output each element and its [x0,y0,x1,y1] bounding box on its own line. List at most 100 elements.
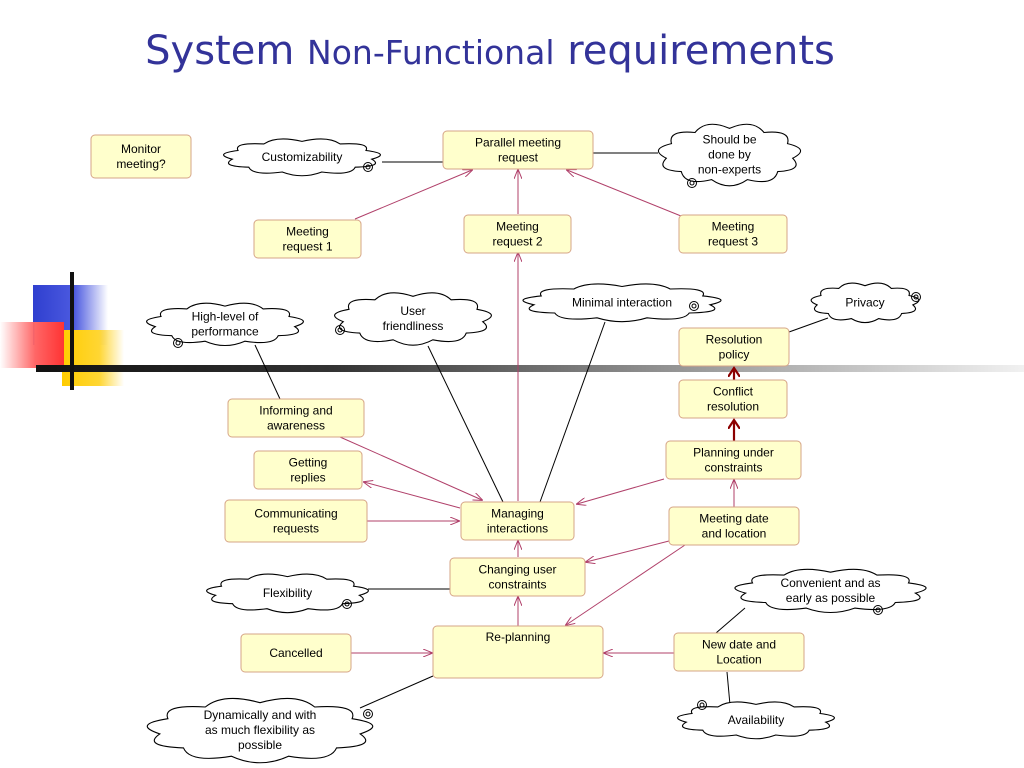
goal-conflict-box [678,379,788,419]
goal-resolution-label-line-1: Resolution [706,333,763,347]
softgoal-friendliness-label-line-1: User [400,304,425,318]
goal-cancelled[interactable]: Cancelled [240,633,352,673]
goal-managing-box [460,501,575,541]
softgoal-privacy-cloud [810,282,920,324]
softgoal-customizability-label-line-1: Customizability [262,150,343,164]
softgoal-availability-cloud [677,701,835,740]
softgoal-nonexperts-label-line-2: done by [708,148,751,162]
goal-newdate-label-line-1: New date and [702,638,776,652]
goal-req2-box [463,214,572,254]
goal-req3-label-line-1: Meeting [712,220,755,234]
ornament-horizontal-rule [36,365,1024,372]
contribution-glyph-icon [363,709,373,719]
slide-title: System Non-Functional requirements [0,28,980,74]
title-non-functional: Non-Functional [307,33,555,72]
goal-managing-label-line-1: Managing [491,507,544,521]
title-system: System [145,28,295,74]
goal-parallel-label-line-1: Parallel meeting [475,136,561,150]
link-performance-informing [254,344,281,400]
softgoal-dynamically-label-line-3: possible [238,738,282,752]
link-friendliness-managing [427,345,504,503]
contribution-glyph-icon [363,162,373,172]
contribution-glyph-icon [873,605,883,615]
ornament-vertical-rule [70,272,74,390]
goal-datelocation-box [668,506,800,546]
link-managing-replies [364,482,461,509]
link-req1-parallel [354,170,472,220]
goal-monitor-box [90,134,192,179]
link-req3-parallel [567,170,682,217]
softgoal-availability[interactable]: Availability [677,701,835,740]
link-date-replanning [566,544,686,625]
softgoal-nonexperts-label-line-1: Should be [702,133,756,147]
ornament-red-square [0,322,64,368]
softgoal-privacy-label-line-1: Privacy [845,296,884,310]
link-newdate-convenient [715,607,746,634]
softgoal-convenient-label-line-2: early as possible [786,591,876,605]
softgoal-minimal-cloud [522,283,722,323]
goal-req1-box [253,219,362,259]
softgoal-customizability-cloud [223,138,381,177]
goal-planning-box [665,440,802,480]
goal-changing-box [449,557,586,597]
softgoal-flexibility-cloud [206,573,369,614]
goal-replies-box [253,450,363,490]
goal-parallel-box [442,130,594,170]
goal-cancelled-box [240,633,352,673]
softgoal-customizability[interactable]: Customizability [223,138,381,177]
contribution-glyph-icon [689,301,699,311]
goal-planning-label-line-1: Planning under [693,446,774,460]
goal-resolution-label-line-2: policy [719,348,750,362]
goal-resolution-box [678,327,790,367]
link-planning-managing [577,478,665,504]
link-informing-managing [339,436,482,500]
goal-replanning[interactable]: Re-planning [432,625,604,679]
softgoal-minimal[interactable]: Minimal interaction [522,283,722,323]
contribution-glyph-icon [335,325,345,335]
link-replanning-dynamically [359,675,434,709]
title-requirements: requirements [567,28,835,74]
goal-conflict-label-line-1: Conflict [713,385,754,399]
softgoal-dynamically-label-line-2: as much flexibility as [205,723,315,737]
softgoal-nonexperts-label-line-3: non-experts [698,163,761,177]
softgoal-flexibility-label-line-1: Flexibility [263,586,312,600]
goal-req2-label-line-1: Meeting [496,220,539,234]
goal-replanning-label-line-1: Re-planning [486,630,551,644]
goal-monitor-label-line-1: Monitor [121,142,161,156]
softgoal-performance-cloud [146,302,304,347]
goal-req3-box [678,214,788,254]
softgoal-privacy[interactable]: Privacy [810,282,920,324]
softgoal-convenient-label-line-1: Convenient and as [780,576,880,590]
goal-replanning-box [432,625,604,679]
goal-replies-label-line-1: Getting [289,456,328,470]
softgoal-flexibility[interactable]: Flexibility [206,573,369,614]
goal-informing-label-line-1: Informing and [259,404,332,418]
goal-communicating-box [224,499,368,543]
softgoal-friendliness-label-line-2: friendliness [383,319,444,333]
goal-communicating-label-line-1: Communicating [254,507,337,521]
contribution-glyph-icon [687,178,697,188]
goal-newdate-box [673,632,805,672]
goal-conflict-label-line-2: resolution [707,400,759,414]
softgoal-performance-label-line-1: High-level of [192,310,259,324]
